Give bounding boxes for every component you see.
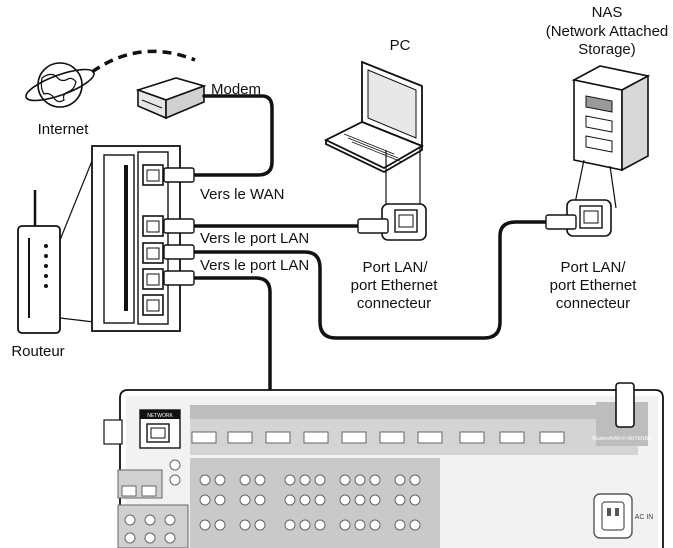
hdmi-ports <box>191 431 565 444</box>
router-lan-port-2 <box>142 242 164 264</box>
nas-icon <box>571 65 651 172</box>
nas-label-line1: NAS <box>592 4 623 21</box>
pc-port-label-line1: Port LAN/ <box>362 259 428 276</box>
receiver-left-controls <box>117 459 189 548</box>
internet-modem-link <box>90 49 196 74</box>
pc-ethernet-port <box>381 203 427 241</box>
cable-modem-wan <box>190 94 274 177</box>
router-label: Routeur <box>11 343 64 360</box>
to-lan-label-1: Vers le port LAN <box>200 230 309 247</box>
router-port-panel <box>91 145 181 332</box>
receiver-ac-in-label: AC IN <box>635 514 654 521</box>
router-lan-port-3 <box>142 268 164 290</box>
pc-port-label-line2: port Ethernet <box>351 277 439 294</box>
nas-label-line2: (Network Attached <box>546 23 669 40</box>
nas-port-label-line3: connecteur <box>556 295 630 312</box>
router-wan-port <box>142 164 164 186</box>
laptop-icon <box>323 60 425 174</box>
router-icon <box>17 190 61 334</box>
to-wan-label: Vers le WAN <box>200 186 284 203</box>
router-lan-port-4 <box>142 294 164 316</box>
receiver-rear-panel: NETWORK <box>103 382 664 548</box>
router-lan-port-1 <box>142 215 164 237</box>
to-lan-label-2: Vers le port LAN <box>200 257 309 274</box>
receiver-ac-in: AC IN <box>593 493 654 539</box>
modem-label: Modem <box>211 81 261 98</box>
pc-label: PC <box>390 37 411 54</box>
cable-lan-nas <box>190 220 550 340</box>
pc-port-label-line3: connecteur <box>357 295 431 312</box>
nas-port-label-line1: Port LAN/ <box>560 259 626 276</box>
rca-jacks <box>199 474 421 531</box>
nas-label-line3: Storage) <box>578 41 636 58</box>
receiver-bt-label: Bluetooth/Wi-Fi ANTENNA <box>592 436 652 442</box>
internet-globe-icon <box>25 62 95 108</box>
receiver-network-port: NETWORK <box>139 409 181 449</box>
modem-icon <box>135 77 207 120</box>
nas-port-label-line2: port Ethernet <box>550 277 638 294</box>
receiver-network-label: NETWORK <box>147 413 173 419</box>
nas-ethernet-port <box>566 199 612 237</box>
internet-label: Internet <box>38 121 90 138</box>
receiver-antenna: Bluetooth/Wi-Fi ANTENNA <box>592 382 652 446</box>
